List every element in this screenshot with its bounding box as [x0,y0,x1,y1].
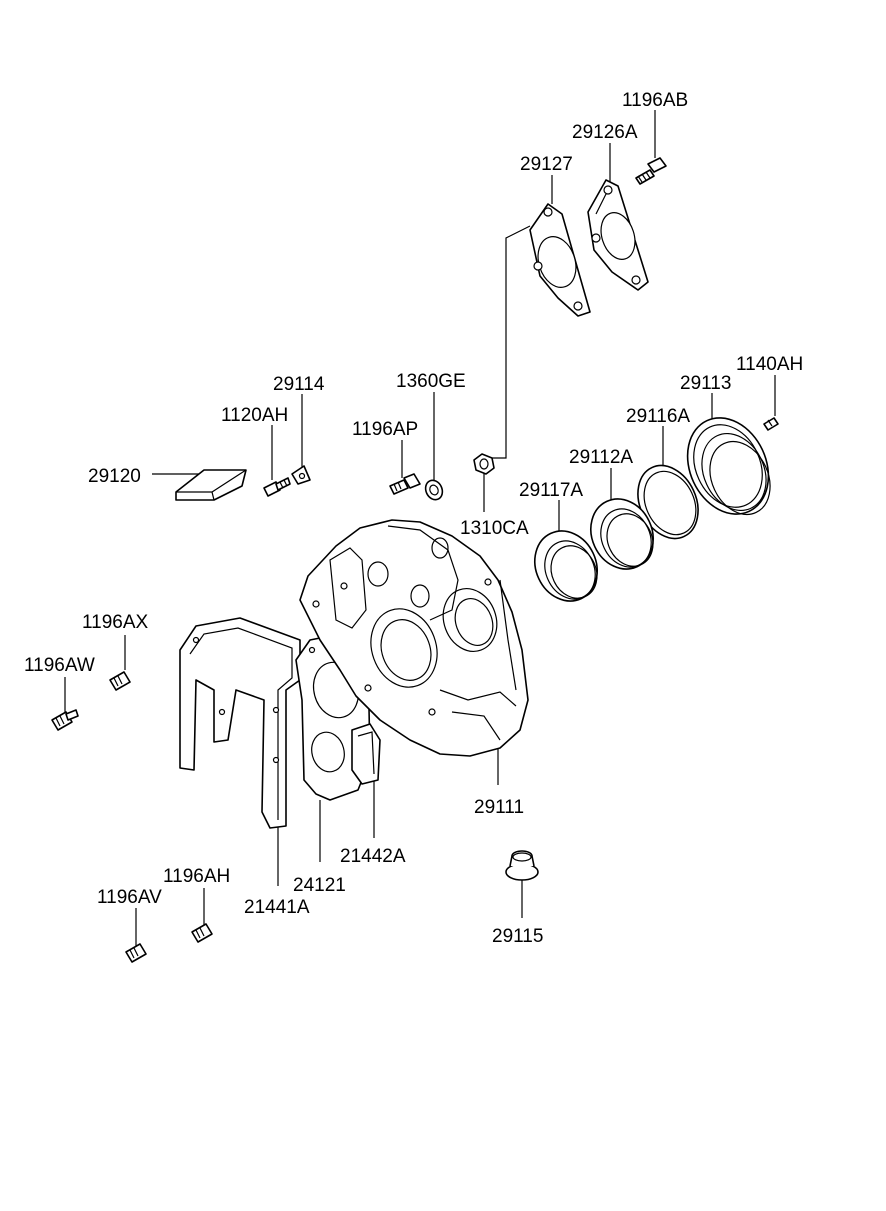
label-29115: 29115 [492,926,543,947]
part-labels: 1196AB 29126A 29127 1140AH 29113 29116A … [24,90,803,947]
label-1196AB: 1196AB [622,90,688,111]
bolt-1196AV [125,943,147,963]
seal-29117A [534,530,598,602]
label-24121: 24121 [293,875,346,896]
label-29127: 29127 [520,154,573,175]
label-1196AP: 1196AP [352,419,418,440]
nut-1310CA [473,453,495,475]
label-21441A: 21441A [244,897,310,918]
label-1360GE: 1360GE [396,371,466,392]
label-29112A: 29112A [569,447,633,468]
label-21442A: 21442A [340,846,406,867]
seal-29112A [590,498,654,570]
label-29114: 29114 [273,374,325,395]
grommet-29115 [505,850,539,881]
housing-29111 [299,519,529,757]
label-1196AW: 1196AW [24,655,95,676]
bolt-1196AW [51,709,79,731]
label-1196AX: 1196AX [82,612,149,633]
bracket-29114 [291,465,311,485]
gasket-21442A [351,723,381,785]
label-29113: 29113 [680,373,731,394]
seal-29113 [686,417,771,516]
bolt-1120AH [263,477,291,497]
bolt-1196AX [109,671,131,691]
label-29117A: 29117A [519,480,583,501]
bolt-1140AH [763,417,779,431]
label-1196AH: 1196AH [163,866,230,887]
cover-29120 [175,469,247,501]
label-1310CA: 1310CA [460,518,529,539]
label-1140AH: 1140AH [736,354,803,375]
gasket-21441A [179,617,301,829]
label-29116A: 29116A [626,406,690,427]
washer-1360GE [424,479,444,501]
flange-29126A [587,179,649,291]
label-29126A: 29126A [572,122,638,143]
bolt-1196AP [389,473,421,495]
bolt-1196AB [635,157,667,185]
gasket-29127 [529,203,591,317]
label-29120: 29120 [88,466,141,487]
label-1196AV: 1196AV [97,887,162,908]
label-1120AH: 1120AH [221,405,288,426]
bolt-1196AH [191,923,213,943]
label-29111: 29111 [474,797,524,818]
